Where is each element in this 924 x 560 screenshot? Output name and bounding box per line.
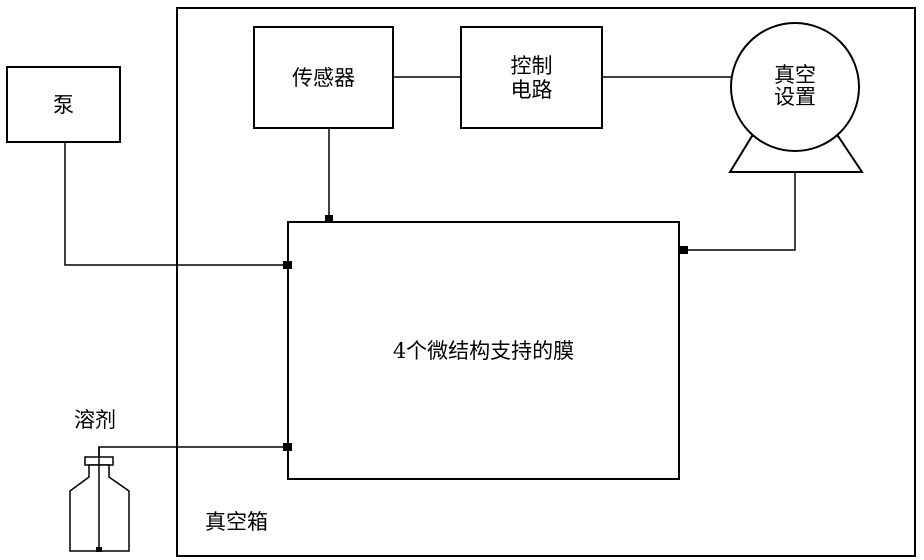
vacuum-to-membrane-line [686,172,796,251]
vacuum-device-line2: 设置 [774,85,816,109]
vacuum-device-circle [730,22,860,152]
solvent-label: 溶剂 [74,408,116,432]
membrane-box: 4个微结构支持的膜 [287,221,680,480]
vacuum-chamber-label: 真空箱 [205,510,268,534]
port-vacuum [679,246,688,254]
port-pump [283,261,292,269]
control-circuit-line2: 电路 [510,77,553,102]
port-solvent [283,443,292,451]
vacuum-device-text: 真空 设置 [755,64,835,108]
control-circuit-line1: 控制 [510,53,553,78]
membrane-label: 4个微结构支持的膜 [392,338,575,363]
vacuum-chamber-outline [176,7,916,557]
control-circuit-text: 控制 电路 [511,54,553,102]
pump-label: 泵 [53,92,74,117]
solvent-tube-end [96,547,102,552]
vacuum-device-line1: 真空 [774,63,816,87]
pump-box: 泵 [6,66,121,143]
control-circuit-box: 控制 电路 [460,26,603,129]
pump-to-membrane-line [64,142,288,266]
sensor-box: 传感器 [253,26,394,129]
port-sensor [325,215,333,223]
sensor-label: 传感器 [292,65,355,90]
